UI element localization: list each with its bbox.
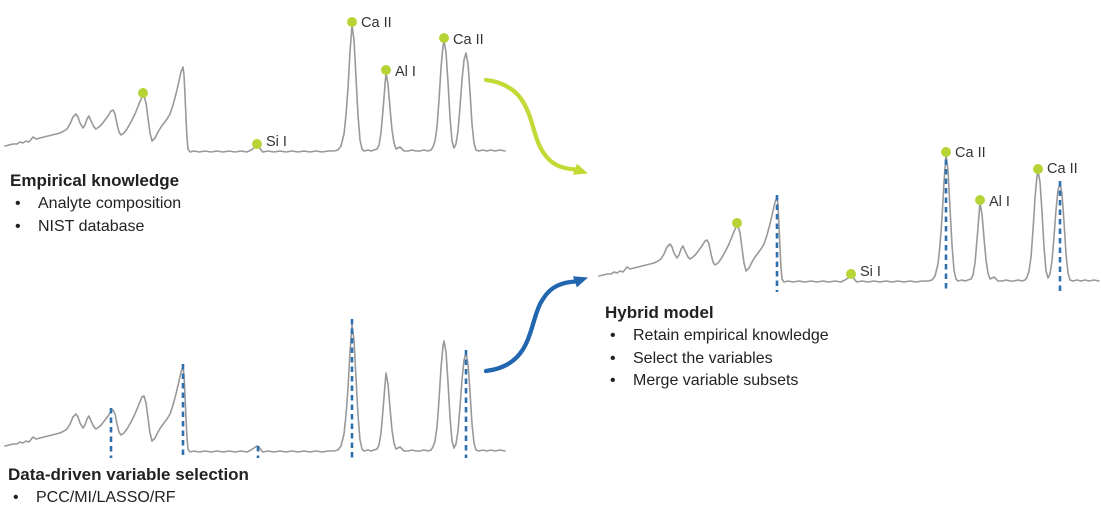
peak-label: Ca II [955,145,986,161]
data-driven-to-hybrid-arrow [483,276,588,374]
empirical-knowledge-block: Empirical knowledge Analyte compositionN… [10,170,181,238]
marked-peak-dot [252,139,262,149]
bullet-item: NIST database [10,216,181,239]
peak-label: Si I [266,134,287,150]
empirical-knowledge-heading: Empirical knowledge [10,171,180,190]
marked-peak-dot [941,147,951,157]
data-driven-bullets: PCC/MI/LASSO/RF [8,487,249,510]
arrow-green-head-icon [572,163,588,175]
marked-peak-dot [347,17,357,27]
bullet-item: PCC/MI/LASSO/RF [8,487,249,510]
marked-peak-dot [439,33,449,43]
hybrid-model-heading: Hybrid model [605,303,714,322]
peak-label: Si I [860,264,881,280]
peak-label: Ca II [1047,161,1078,177]
empirical-spectrum-line [4,24,506,153]
marked-peak-dot [381,65,391,75]
peak-label: Al I [989,194,1010,210]
data-driven-spectrum-group [4,319,506,458]
marked-peak-dot [138,88,148,98]
empirical-to-hybrid-arrow [483,77,588,175]
arrow-blue-curve [483,279,578,374]
hybrid-spectrum-line [598,154,1100,283]
peak-label: Ca II [453,32,484,48]
empirical-knowledge-bullets: Analyte compositionNIST database [10,193,181,238]
bullet-item: Select the variables [605,348,829,371]
data-driven-heading: Data-driven variable selection [8,465,249,484]
marked-peak-dot [732,218,742,228]
empirical-spectrum-group: Si I Ca II Al I Ca II [4,15,506,153]
hybrid-model-block: Hybrid model Retain empirical knowledgeS… [605,302,829,393]
marked-peak-dot [846,269,856,279]
hybrid-spectrum-group: Si I Ca II Al I Ca II [598,145,1100,292]
bullet-item: Merge variable subsets [605,370,829,393]
arrow-green-curve [483,77,578,172]
peak-label: Ca II [361,15,392,31]
bullet-item: Retain empirical knowledge [605,325,829,348]
marked-peak-dot [975,195,985,205]
hybrid-model-bullets: Retain empirical knowledgeSelect the var… [605,325,829,393]
peak-label: Al I [395,64,416,80]
bullet-item: Analyte composition [10,193,181,216]
arrow-blue-head-icon [572,276,588,288]
data-driven-block: Data-driven variable selection PCC/MI/LA… [8,464,249,510]
data-driven-spectrum-line [4,324,506,453]
marked-peak-dot [1033,164,1043,174]
